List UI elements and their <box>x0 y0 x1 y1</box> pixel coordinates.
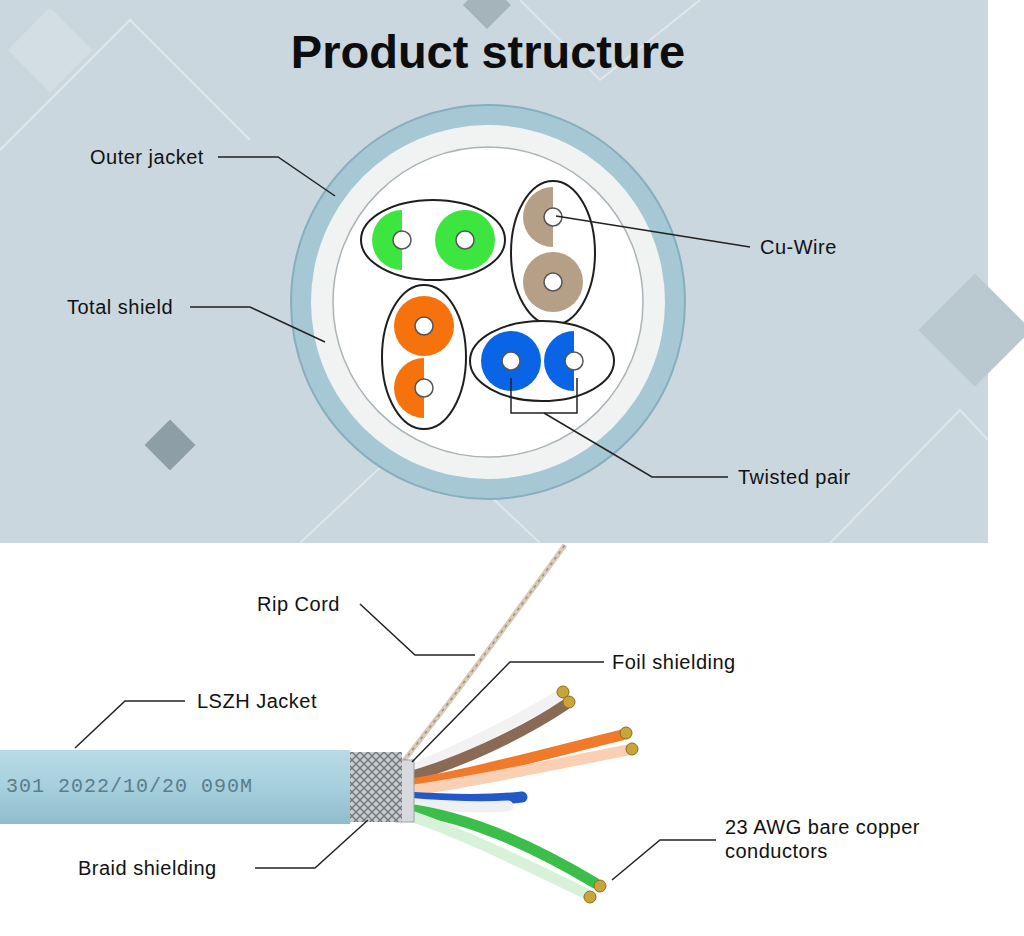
copper-tips <box>557 686 638 903</box>
leader-lines <box>75 604 716 880</box>
leader-lines <box>190 157 750 477</box>
lszh-jacket <box>0 750 350 824</box>
part-label: LSZH Jacket <box>197 689 317 713</box>
part-label: Outer jacket <box>90 145 204 169</box>
pair-bracket <box>511 378 577 413</box>
decor-diamond <box>145 420 196 471</box>
diagram-title: Product structure <box>0 24 976 80</box>
part-label: 23 AWG bare copper conductors <box>725 815 980 863</box>
orange-pair <box>382 285 466 429</box>
part-label: Braid shielding <box>78 856 217 880</box>
decor-diamond <box>463 0 511 29</box>
brown-pair <box>511 181 595 325</box>
part-label: Rip Cord <box>257 592 340 616</box>
background-panel <box>0 0 988 543</box>
rip-cord-twist <box>395 545 565 772</box>
conductors <box>405 695 628 893</box>
decor-diamond <box>8 8 93 93</box>
blue-pair <box>470 321 614 401</box>
cable-marking: 301 2022/10/20 090M <box>6 775 253 799</box>
part-label: Total shield <box>67 295 173 319</box>
braid-shield <box>346 752 402 822</box>
part-label: Foil shielding <box>612 650 736 674</box>
part-label: Cu-Wire <box>760 235 837 259</box>
part-label: Twisted pair <box>738 465 851 489</box>
green-pair <box>361 200 505 280</box>
total-shield-ring <box>311 125 665 479</box>
inner-core <box>333 147 643 457</box>
rip-cord <box>395 545 565 772</box>
decor-diamond <box>918 273 1024 386</box>
outer-jacket-ring <box>291 105 685 499</box>
decor <box>0 0 988 543</box>
